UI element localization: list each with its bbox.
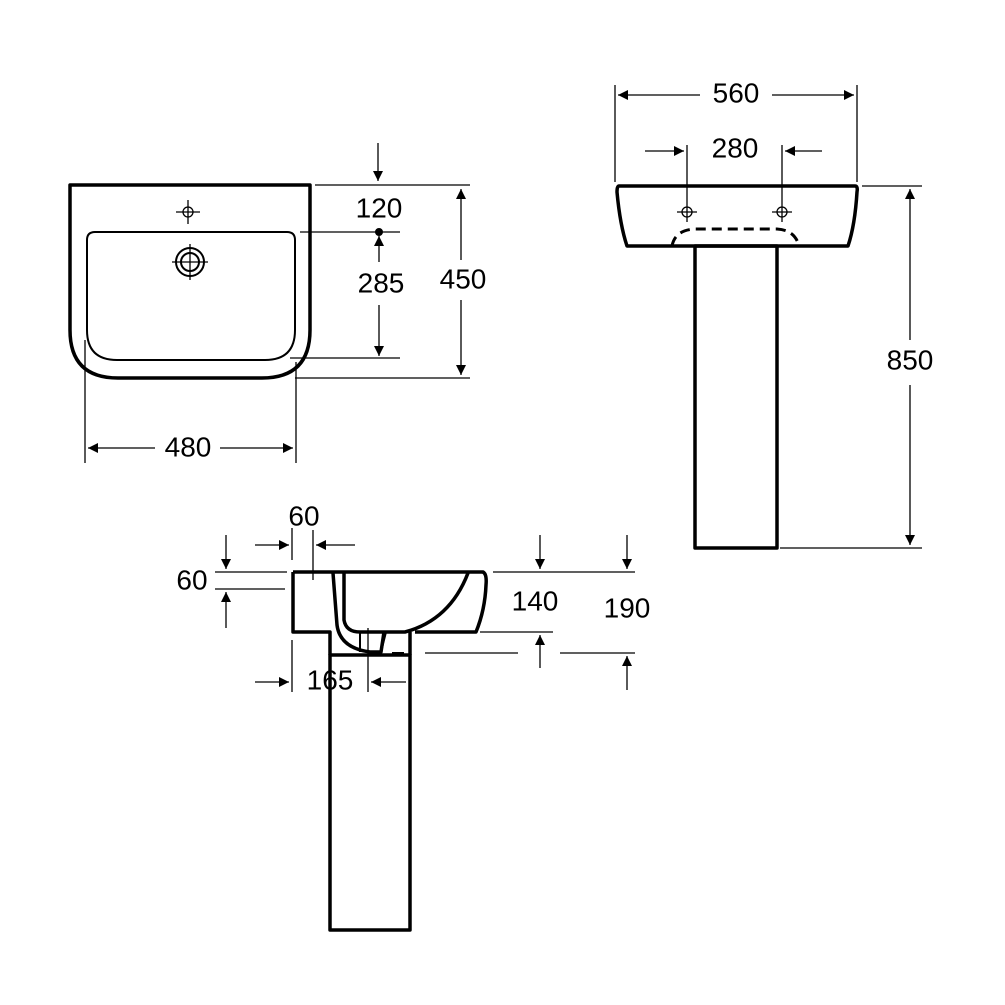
basin-side-outline: [291, 570, 488, 655]
dim-depth: 450: [440, 263, 487, 294]
pedestal-front: [693, 244, 779, 550]
dim-tap-spacing: 280: [712, 132, 759, 163]
basin-front-outline: [615, 184, 859, 248]
pedestal-hidden-outline: [670, 227, 801, 247]
pedestal-side: [328, 653, 412, 932]
waste-outlet-icon: [172, 244, 208, 280]
basin-bowl: [86, 231, 296, 361]
side-view: 60 60 140 190 165: [176, 500, 651, 932]
dim-width: 480: [165, 431, 212, 462]
top-view: 120 285 450 480: [68, 143, 487, 463]
dim-overall-height: 850: [887, 344, 934, 375]
dim-tap-offset: 120: [356, 192, 403, 223]
dim-total-depth: 190: [604, 592, 651, 623]
dim-back-offset: 60: [288, 500, 319, 531]
dim-overall-width: 560: [713, 77, 760, 108]
front-view: 560 280 850: [614, 77, 934, 550]
dim-rim-thickness: 60: [176, 564, 207, 595]
basin-outline: [68, 183, 312, 380]
dim-waste-offset: 285: [358, 267, 405, 298]
bowl-profile: [331, 572, 470, 654]
tap-hole-icon: [176, 200, 200, 224]
dim-bowl-depth: 140: [512, 585, 559, 616]
dim-waste-offset-side: 165: [307, 664, 354, 695]
